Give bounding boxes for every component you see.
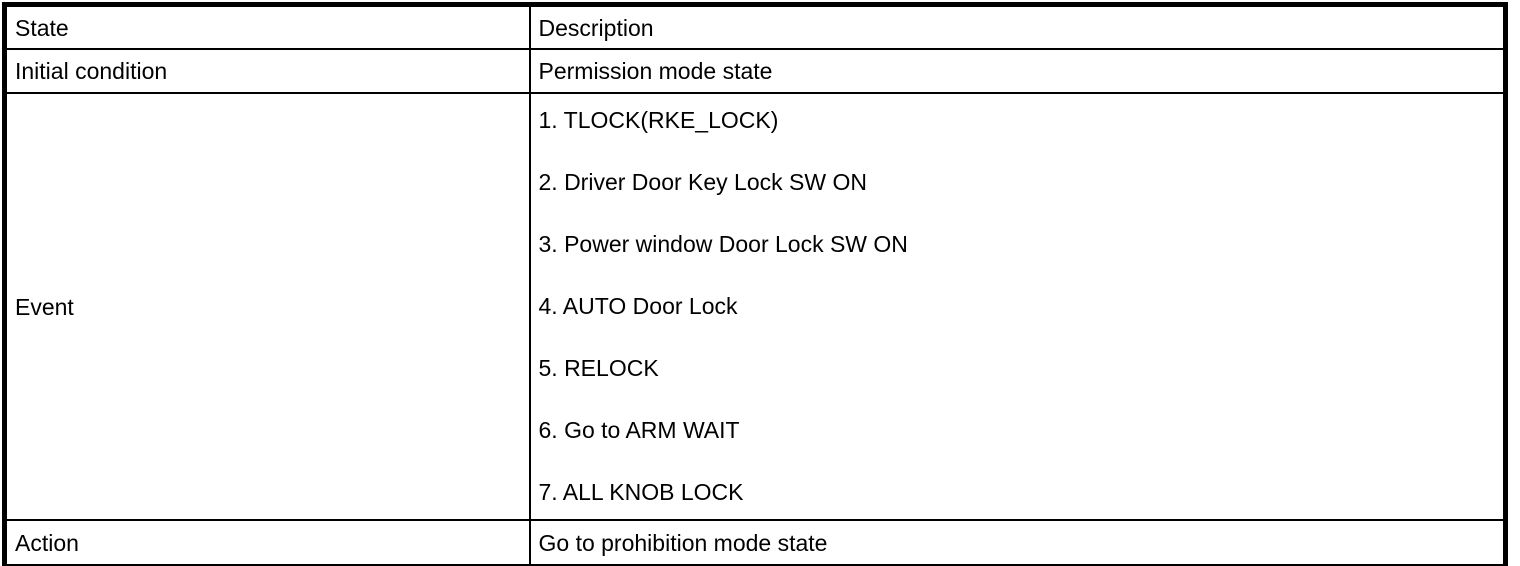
row-action: Action Go to prohibition mode state xyxy=(3,519,1507,566)
action-value: Go to prohibition mode state xyxy=(528,519,1507,566)
action-label: Action xyxy=(3,519,531,566)
header-cell-state: State xyxy=(3,3,531,50)
event-item-3: 3. Power window Door Lock SW ON xyxy=(538,231,908,257)
event-item-5: 5. RELOCK xyxy=(538,355,659,381)
initial-condition-value: Permission mode state xyxy=(528,48,1507,94)
event-item-2: 2. Driver Door Key Lock SW ON xyxy=(538,169,867,195)
table-header-row: State Description xyxy=(3,3,1507,50)
event-item-6: 6. Go to ARM WAIT xyxy=(538,417,740,443)
header-cell-description: Description xyxy=(528,3,1507,50)
event-item-4: 4. AUTO Door Lock xyxy=(538,293,738,319)
event-label: Event xyxy=(3,92,531,521)
row-event: Event 1. TLOCK(RKE_LOCK) 2. Driver Door … xyxy=(3,92,1507,521)
event-item-1: 1. TLOCK(RKE_LOCK) xyxy=(538,107,779,133)
event-item-7: 7. ALL KNOB LOCK xyxy=(538,479,744,505)
event-list-cell: 1. TLOCK(RKE_LOCK) 2. Driver Door Key Lo… xyxy=(528,92,1507,521)
row-initial-condition: Initial condition Permission mode state xyxy=(3,48,1507,94)
initial-condition-label: Initial condition xyxy=(3,48,531,94)
